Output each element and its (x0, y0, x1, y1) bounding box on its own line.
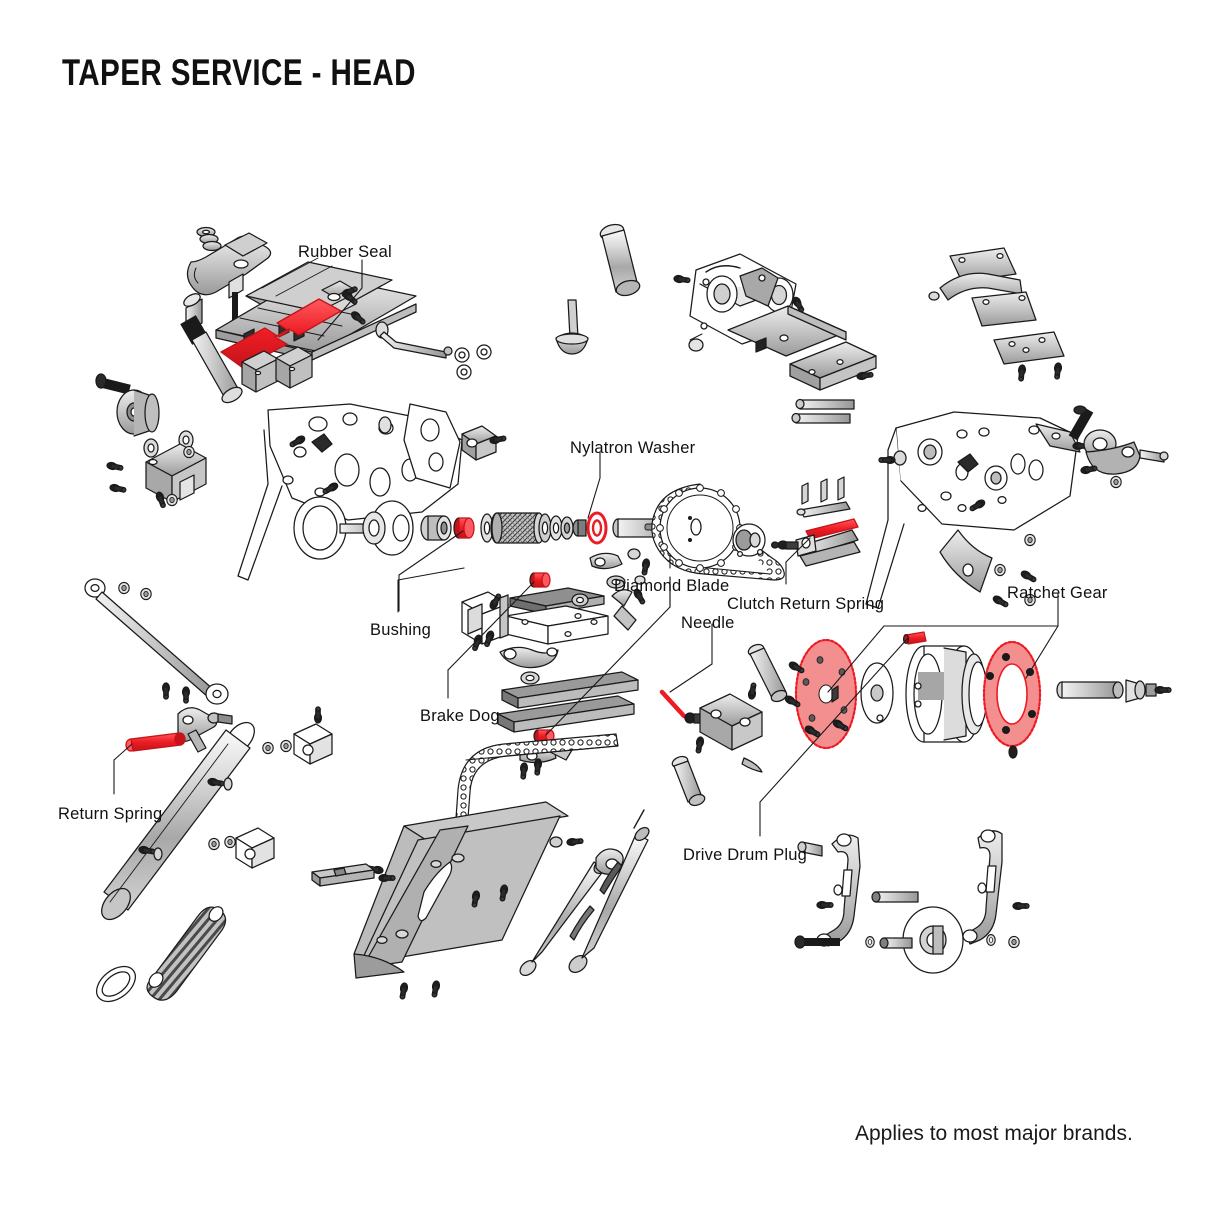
leader-bushing-a (397, 567, 465, 613)
callout-rubber-seal[interactable]: Rubber Seal (298, 243, 392, 261)
assembly-top-right-plates (928, 247, 1065, 382)
assembly-motor-housing (672, 253, 877, 424)
leader-bushing-2 (398, 530, 464, 576)
callout-ratchet-gear[interactable]: Ratchet Gear (1007, 584, 1108, 602)
leader-return-spring-2 (113, 743, 133, 761)
part-needle (659, 689, 687, 719)
part-drive-drum-plug (902, 631, 927, 645)
part-ratchet-gear-left (794, 638, 858, 750)
callout-nylatron-washer[interactable]: Nylatron Washer (570, 439, 696, 457)
assembly-left-side-frame (237, 403, 508, 581)
assembly-guide-bar (311, 801, 569, 1001)
part-rubber-seal (220, 298, 342, 369)
leader-brake-dog-2 (447, 581, 535, 671)
leader-drive-drum-plug-2 (759, 637, 909, 803)
part-bushing (453, 517, 475, 539)
leader-nylatron-washer (587, 451, 601, 519)
callout-return-spring[interactable]: Return Spring (58, 805, 163, 823)
assembly-damper-rod (180, 293, 243, 404)
leader-rubber-seal-2 (317, 287, 363, 341)
page-title: TAPER SERVICE - HEAD (62, 52, 416, 93)
leader-clutch-return-spring-2 (785, 537, 811, 563)
assembly-needle-carrier (599, 223, 788, 807)
callout-drive-drum-plug[interactable]: Drive Drum Plug (683, 846, 808, 864)
part-ratchet-gear-right (982, 640, 1042, 748)
part-nylatron-washer (586, 511, 608, 545)
assembly-right-motor (1068, 405, 1169, 489)
callout-bushing[interactable]: Bushing (370, 621, 432, 639)
assembly-drive-drum (783, 631, 1172, 759)
assembly-lever-arms (794, 829, 1030, 974)
leader-ratchet-gear-5 (1025, 625, 1059, 679)
assembly-right-side-frame (865, 411, 1090, 610)
leader-needle-2 (669, 663, 713, 693)
assembly-chain-sprocket (651, 483, 785, 581)
assembly-shaft-stack (293, 496, 677, 560)
assembly-upper-left-carriage (186, 226, 417, 393)
part-brake-dog (529, 572, 551, 588)
assembly-damper-mount (95, 373, 207, 510)
assembly-valve (341, 289, 589, 380)
assembly-push-rods (519, 809, 650, 977)
assembly-clutch (770, 476, 861, 567)
callout-clutch-return-spring[interactable]: Clutch Return Spring (727, 595, 885, 613)
callout-needle[interactable]: Needle (681, 614, 735, 632)
leader-diamond-blade-2 (545, 606, 671, 736)
callout-diamond-blade[interactable]: Diamond Blade (614, 577, 730, 595)
assembly-handle-tube (84, 578, 333, 1003)
assembly-channel-bar (497, 671, 639, 780)
assembly-brake-dog-cluster (461, 548, 651, 707)
leader-ratchet-gear-3 (827, 625, 885, 693)
footer-note: Applies to most major brands. (855, 1122, 1133, 1145)
part-return-spring (125, 732, 186, 752)
assembly-chain-loop (455, 733, 619, 819)
callout-brake-dog[interactable]: Brake Dog (420, 707, 500, 725)
callout-leader-lines (113, 259, 1059, 837)
